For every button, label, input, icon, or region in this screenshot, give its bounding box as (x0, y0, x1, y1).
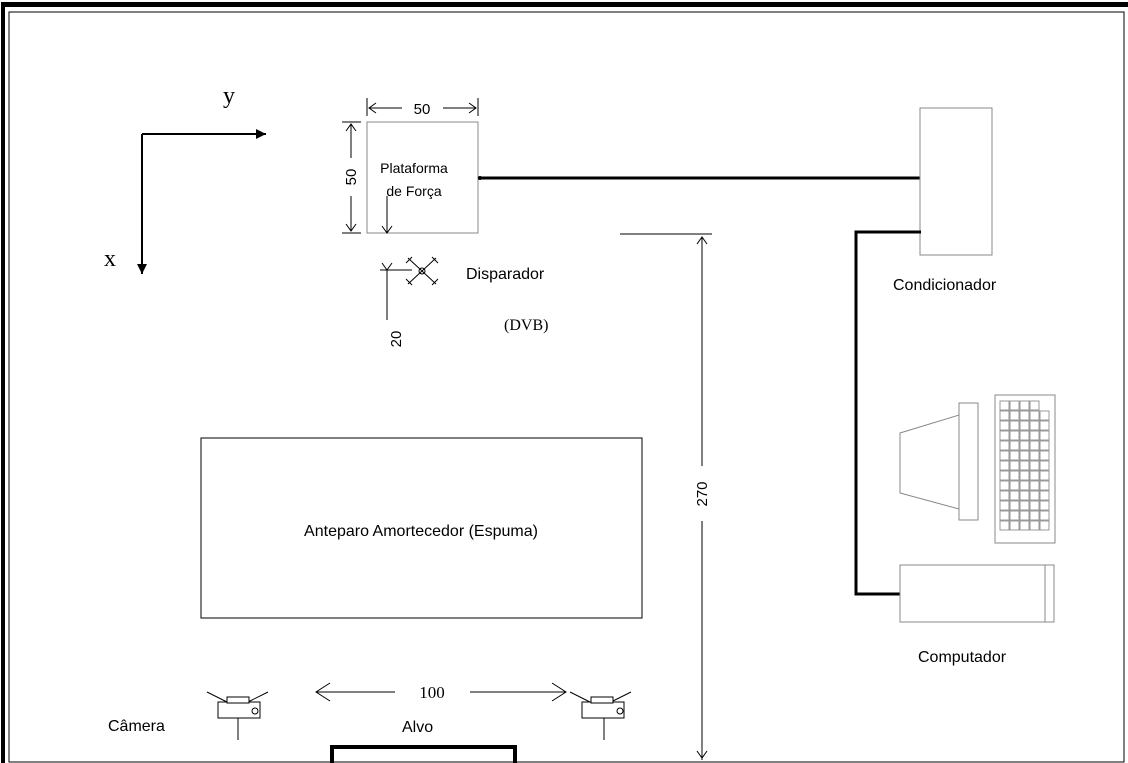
keyboard-key (1039, 470, 1050, 481)
keyboard-key (1009, 510, 1020, 521)
keyboard-key (999, 470, 1010, 481)
axis-y-label: y (223, 83, 235, 109)
distance-value: 270 (694, 481, 711, 506)
distance-dimension: 270 (620, 233, 712, 760)
keyboard-key (1009, 500, 1020, 511)
keyboard-key (999, 510, 1010, 521)
keyboard-key (1029, 460, 1040, 471)
foam-barrier: Anteparo Amortecedor (Espuma) (200, 437, 643, 619)
keyboard-key (1039, 430, 1050, 441)
keyboard-key (1029, 480, 1040, 491)
keyboard-key (1009, 490, 1020, 501)
keyboard-key (1009, 520, 1020, 531)
keyboard-key (999, 430, 1010, 441)
keyboard-key (999, 410, 1010, 421)
keyboard-key (1009, 480, 1020, 491)
keyboard-key (1009, 450, 1020, 461)
keyboard-key (999, 480, 1010, 491)
keyboard-key (1029, 450, 1040, 461)
camera-spacing-value: 100 (419, 683, 445, 702)
keyboard-key (1029, 440, 1040, 451)
keyboard-key (1029, 500, 1040, 511)
keyboard-key (999, 500, 1010, 511)
keyboard-key (1029, 470, 1040, 481)
keyboard-key (999, 440, 1010, 451)
keyboard-key (1029, 490, 1040, 501)
keyboard-key (1039, 460, 1050, 471)
keyboard-key (1029, 430, 1040, 441)
platform-width-value: 50 (414, 101, 431, 118)
platform-cable-connector (478, 176, 482, 180)
keyboard-key (999, 450, 1010, 461)
conditioner-box (919, 107, 993, 256)
trigger-offset-dimension: 20 (380, 196, 412, 347)
keyboard-key (1019, 440, 1030, 451)
keyboard-key (1039, 500, 1050, 511)
keyboard-key (1029, 400, 1040, 411)
trigger-sublabel: (DVB) (504, 317, 548, 334)
trigger-offset-value: 20 (388, 331, 405, 348)
keyboard-key (1019, 490, 1030, 501)
keyboard-key (1029, 520, 1040, 531)
platform-label-line2: de Força (386, 183, 441, 199)
keyboard-key (999, 420, 1010, 431)
platform-height-value: 50 (343, 169, 360, 186)
keyboard-key (1019, 410, 1030, 421)
foam-barrier-label: Anteparo Amortecedor (Espuma) (304, 523, 538, 540)
axes-indicator: x y (104, 83, 266, 274)
force-platform: Plataforma de Força (366, 121, 479, 234)
keyboard-key (999, 400, 1010, 411)
keyboard-key (1039, 510, 1050, 521)
target: Alvo (330, 719, 517, 763)
keyboard-key (1029, 420, 1040, 431)
keyboard-key (1019, 400, 1030, 411)
platform-label-line1: Plataforma (380, 160, 448, 176)
camera-right-icon (569, 691, 632, 740)
trigger-label: Disparador (466, 266, 545, 283)
keyboard-key (1009, 400, 1020, 411)
platform-width-dimension: 50 (366, 98, 479, 118)
camera-label: Câmera (108, 718, 165, 735)
keyboard-key (1039, 440, 1050, 451)
keyboard-key (1019, 500, 1030, 511)
keyboard-icon (994, 394, 1056, 544)
keyboard-key (1019, 430, 1030, 441)
keyboard-key (1019, 520, 1030, 531)
monitor-icon (899, 402, 979, 521)
conditioner-label: Condicionador (893, 277, 997, 294)
computer-label: Computador (918, 649, 1007, 666)
target-label: Alvo (402, 719, 433, 736)
keyboard-key (1009, 410, 1020, 421)
keyboard-key (1009, 430, 1020, 441)
axis-x-label: x (104, 246, 116, 272)
camera-spacing-dimension: 100 (315, 682, 567, 702)
keyboard-key (1019, 420, 1030, 431)
keyboard-key (1029, 410, 1040, 421)
keyboard-key (999, 490, 1010, 501)
computer-cable (854, 230, 921, 596)
keyboard-key (1009, 440, 1020, 451)
keyboard-key (1019, 510, 1030, 521)
keyboard-key (1009, 420, 1020, 431)
keyboard-key (1019, 470, 1030, 481)
keyboard-key (1009, 470, 1020, 481)
keyboard-key (999, 460, 1010, 471)
camera-left-icon (206, 691, 269, 740)
keyboard-key (1039, 490, 1050, 501)
keyboard-key (1039, 480, 1050, 491)
keyboard-key (1029, 510, 1040, 521)
keyboard-key (1039, 520, 1050, 531)
keyboard-key (1039, 420, 1050, 431)
keyboard-key (1009, 460, 1020, 471)
keyboard-key (1019, 450, 1030, 461)
keyboard-key (1039, 450, 1050, 461)
keyboard-key (1019, 480, 1030, 491)
trigger-icon (405, 256, 439, 286)
platform-height-dimension: 50 (342, 121, 361, 234)
keyboard-key (1039, 410, 1050, 421)
keyboard-key (999, 520, 1010, 531)
keyboard-key (1019, 460, 1030, 471)
computer-tower-icon (899, 564, 1055, 623)
